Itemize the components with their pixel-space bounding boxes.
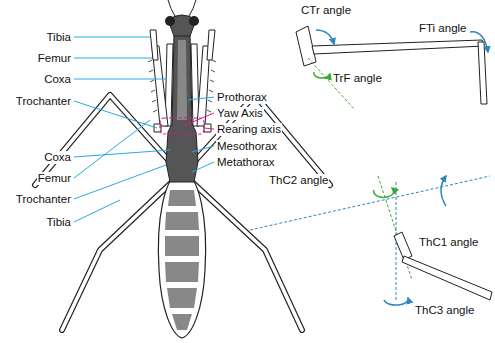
part-name: Trochanter [15,193,72,206]
angle-name: ThC1 angle [418,236,479,249]
part-name: Tibia [46,216,73,229]
part-name: Tibia [46,31,73,44]
axis-name: Yaw Axis [216,107,264,120]
part-name: Mesothorax [216,140,278,153]
angle-name: ThC3 angle [414,304,475,317]
angle-name: ThC2 angle [268,174,329,187]
part-name: Femur [37,52,72,65]
part-name: Coxa [43,151,72,164]
axis-name: Rearing axis [216,123,282,136]
part-name: Femur [37,172,72,185]
part-name: Coxa [43,73,72,86]
part-name: Metathorax [216,156,276,169]
angle-name: CTr angle [300,4,352,17]
part-name: Prothorax [216,91,268,104]
part-name: Trochanter [15,95,72,108]
angle-name: TrF angle [332,72,383,85]
angle-name: FTi angle [418,22,468,35]
